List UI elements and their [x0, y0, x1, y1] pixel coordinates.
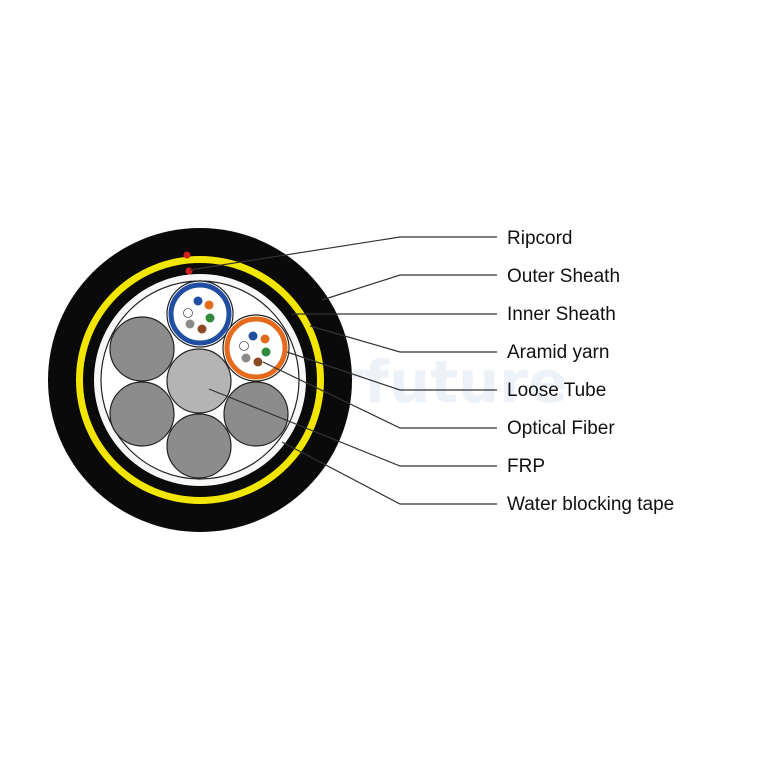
- leader-line-loose-tube: [286, 351, 497, 391]
- optical-fiber: [183, 308, 193, 318]
- filler-rod: [109, 316, 175, 382]
- label-loose-tube: Loose Tube: [507, 380, 606, 401]
- filler-rod: [166, 413, 232, 479]
- optical-fiber: [261, 347, 271, 357]
- frp-central-member: [166, 348, 232, 414]
- leader-line-outer-sheath: [321, 274, 497, 301]
- filler-rod: [109, 381, 175, 447]
- label-frp: FRP: [507, 456, 545, 477]
- optical-fiber: [253, 357, 263, 367]
- ripcord: [185, 267, 193, 275]
- optical-fiber: [241, 353, 251, 363]
- optical-fiber: [185, 319, 195, 329]
- label-inner-sheath: Inner Sheath: [507, 304, 616, 325]
- loose-tube-orange: [222, 314, 290, 382]
- optical-fiber: [193, 296, 203, 306]
- leader-line-optical-fiber: [262, 361, 497, 429]
- optical-fiber: [204, 300, 214, 310]
- label-ripcord: Ripcord: [507, 228, 572, 249]
- ripcord: [183, 251, 191, 259]
- filler-rod: [223, 381, 289, 447]
- leader-line-aramid-yarn: [309, 325, 497, 353]
- leader-line-water-blocking-tape: [281, 441, 497, 505]
- optical-fiber: [197, 324, 207, 334]
- optical-fiber: [248, 331, 258, 341]
- optical-fiber: [260, 334, 270, 344]
- label-outer-sheath: Outer Sheath: [507, 266, 620, 287]
- optical-fiber: [205, 313, 215, 323]
- component-labels: Ripcord Outer Sheath Inner Sheath Aramid…: [507, 228, 674, 515]
- label-optical-fiber: Optical Fiber: [507, 418, 615, 439]
- optical-fiber: [239, 341, 249, 351]
- loose-tube-blue: [166, 280, 234, 348]
- leader-lines: [189, 236, 497, 505]
- leader-line-frp: [208, 388, 497, 467]
- label-water-blocking-tape: Water blocking tape: [507, 494, 674, 515]
- leader-line-ripcord: [189, 236, 497, 271]
- cable-cross-section: [48, 228, 352, 532]
- label-aramid-yarn: Aramid yarn: [507, 342, 609, 363]
